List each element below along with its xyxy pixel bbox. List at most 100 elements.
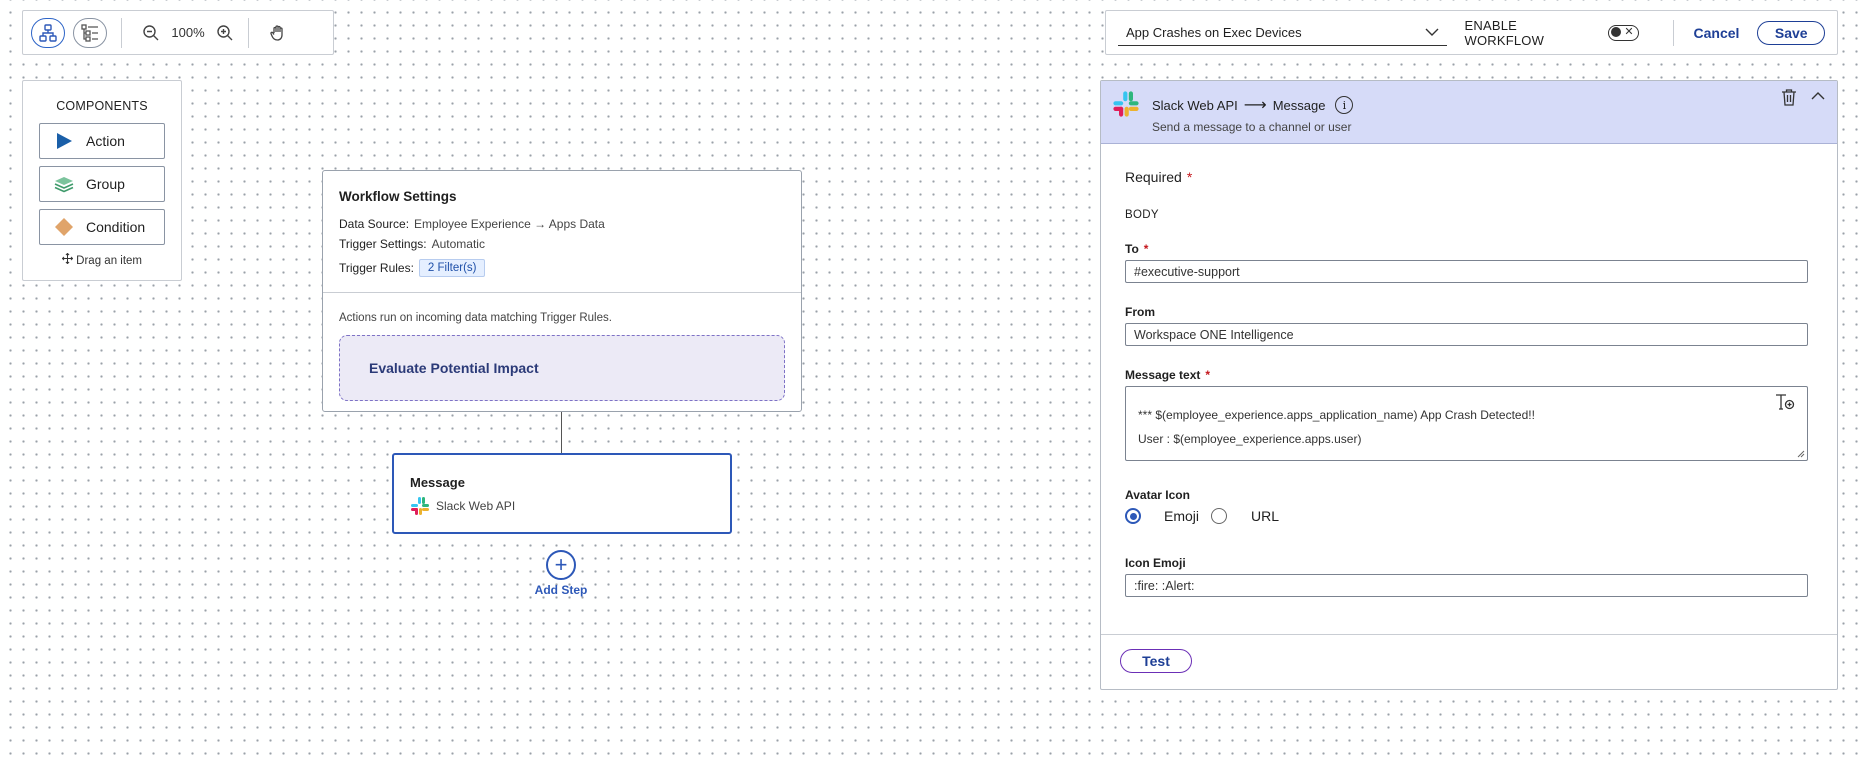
zoom-in-icon [217, 24, 233, 40]
to-field[interactable]: #executive-support [1125, 260, 1808, 283]
toolbar-divider [121, 17, 122, 48]
palette-item-action[interactable]: Action [39, 123, 165, 159]
workflow-settings-card[interactable]: Workflow Settings Data Source: Employee … [322, 170, 802, 412]
message-line-2: User : $(employee_experience.apps.user) [1138, 432, 1362, 446]
actions-note: Actions run on incoming data matching Tr… [339, 312, 612, 324]
enable-workflow-toggle[interactable]: ✕ [1607, 24, 1639, 41]
panel-header: Slack Web API ⟶ Message i Send a message… [1101, 81, 1837, 144]
avatar-url-radio[interactable] [1211, 508, 1228, 524]
workflow-settings-title: Workflow Settings [339, 189, 457, 204]
toggle-off-icon: ✕ [1624, 25, 1634, 38]
avatar-icon-options: Emoji URL [1125, 508, 1809, 524]
step-connector-line [561, 412, 562, 454]
to-label-text: To [1125, 242, 1139, 256]
step-config-panel: Slack Web API ⟶ Message i Send a message… [1100, 80, 1838, 690]
diamond-icon [54, 217, 74, 237]
panel-description: Send a message to a channel or user [1152, 120, 1352, 134]
avatar-emoji-label: Emoji [1164, 508, 1200, 524]
evaluate-impact-label: Evaluate Potential Impact [369, 360, 539, 376]
filter-count-badge[interactable]: 2 Filter(s) [418, 259, 486, 277]
message-step-node[interactable]: Message Slack Web API [392, 453, 732, 534]
message-text-area[interactable]: *** $(employee_experience.apps_applicati… [1125, 386, 1808, 461]
list-view-button[interactable] [73, 17, 107, 48]
chevron-up-icon[interactable] [1811, 91, 1825, 100]
header-divider [1672, 19, 1674, 46]
resize-grip-icon[interactable] [1797, 450, 1805, 458]
icon-emoji-field[interactable]: :fire: :Alert: [1125, 574, 1808, 597]
drag-hint: Drag an item [39, 252, 165, 267]
zoom-level: 100% [171, 25, 205, 40]
data-source-value: Employee Experience → Apps Data [414, 217, 605, 231]
arrow-right-icon: ⟶ [1243, 97, 1267, 114]
add-step-label: Add Step [534, 583, 588, 597]
message-text-label: Message text * [1125, 368, 1809, 382]
enable-workflow-label: ENABLE WORKFLOW [1464, 17, 1545, 48]
save-button[interactable]: Save [1757, 20, 1825, 45]
zoom-out-icon [143, 24, 159, 40]
pan-button[interactable] [261, 18, 295, 48]
trash-icon[interactable] [1781, 88, 1797, 106]
required-asterisk: * [1205, 368, 1211, 382]
slack-logo-icon [411, 497, 429, 515]
insert-variable-icon[interactable] [1775, 393, 1795, 411]
message-text-label-text: Message text [1125, 368, 1201, 382]
step-form: Required* BODY To* #executive-support Fr… [1101, 169, 1837, 597]
required-label: Required [1125, 169, 1182, 185]
avatar-icon-label: Avatar Icon [1125, 488, 1190, 502]
panel-footer: Test [1101, 634, 1837, 689]
icon-emoji-label: Icon Emoji [1125, 556, 1186, 570]
workflow-view-button[interactable] [31, 17, 65, 48]
to-label: To * [1125, 242, 1809, 256]
data-source-label: Data Source: [339, 217, 410, 231]
trigger-rules-row: Trigger Rules: 2 Filter(s) [339, 259, 801, 277]
from-label: From [1125, 305, 1155, 319]
trigger-settings-label: Trigger Settings: [339, 237, 427, 251]
trigger-settings-value: Automatic [431, 237, 485, 251]
panel-action-name: Message [1272, 97, 1326, 113]
toolbar-divider [248, 17, 249, 48]
required-asterisk: * [1186, 169, 1193, 185]
slack-logo-icon [1113, 91, 1139, 117]
from-field[interactable]: Workspace ONE Intelligence [1125, 323, 1808, 346]
play-triangle-icon [54, 131, 74, 151]
palette-item-label: Group [86, 176, 125, 192]
palette-item-condition[interactable]: Condition [39, 209, 165, 245]
trigger-rules-label: Trigger Rules: [339, 261, 414, 275]
layers-icon [54, 174, 74, 194]
move-arrows-icon [61, 252, 74, 265]
add-step-button[interactable]: + Add Step [530, 550, 592, 597]
info-icon[interactable]: i [1335, 96, 1354, 114]
data-source-row: Data Source: Employee Experience → Apps … [339, 217, 801, 231]
required-asterisk: * [1143, 242, 1149, 256]
trigger-settings-row: Trigger Settings: Automatic [339, 237, 801, 251]
toggle-knob [1610, 27, 1621, 37]
panel-title: Slack Web API ⟶ Message i [1152, 95, 1354, 115]
message-step-subtitle: Slack Web API [436, 499, 516, 513]
workflow-view-icon [39, 23, 57, 42]
card-divider [323, 292, 801, 293]
drag-hint-label: Drag an item [76, 255, 143, 267]
panel-connector-name: Slack Web API [1152, 97, 1238, 113]
avatar-url-label: URL [1251, 508, 1280, 524]
message-line-1: *** $(employee_experience.apps_applicati… [1138, 408, 1535, 422]
zoom-in-button[interactable] [208, 18, 242, 48]
avatar-emoji-radio[interactable] [1125, 508, 1141, 524]
palette-item-label: Condition [86, 219, 146, 235]
chevron-down-icon [1425, 28, 1438, 36]
required-heading: Required* [1125, 169, 1809, 185]
workflow-name-select[interactable]: App Crashes on Exec Devices [1118, 20, 1447, 46]
zoom-out-button[interactable] [134, 18, 168, 48]
message-step-connector: Slack Web API [410, 496, 730, 516]
list-view-icon [81, 23, 98, 42]
hand-pan-icon [270, 24, 283, 41]
palette-item-group[interactable]: Group [39, 166, 165, 202]
canvas-toolbar: 100% [22, 10, 334, 55]
body-section-label: BODY [1125, 209, 1159, 221]
evaluate-impact-dropzone[interactable]: Evaluate Potential Impact [339, 335, 785, 401]
cancel-button[interactable]: Cancel [1693, 24, 1740, 41]
message-step-title: Message [410, 475, 465, 490]
test-button[interactable]: Test [1120, 649, 1192, 673]
workflow-name-value: App Crashes on Exec Devices [1126, 24, 1302, 40]
palette-item-label: Action [86, 133, 125, 149]
components-palette: COMPONENTS Action Group Condition Drag a… [22, 80, 182, 281]
